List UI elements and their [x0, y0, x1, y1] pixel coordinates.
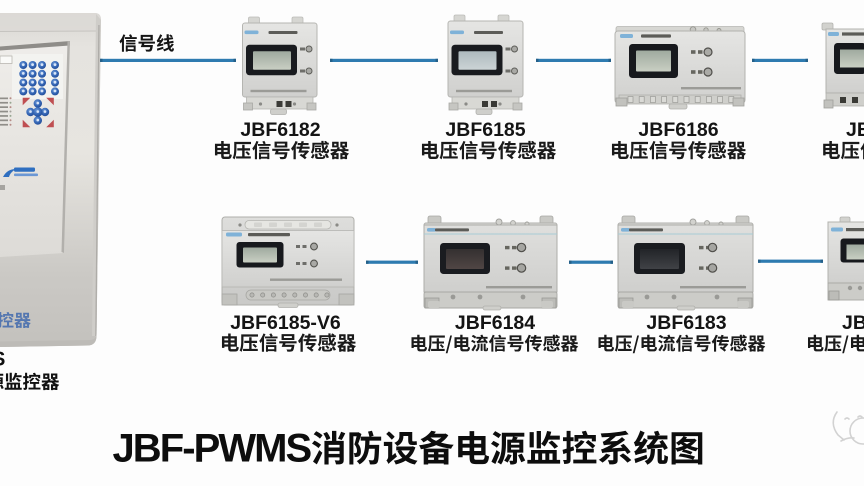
svg-text:JBF6185-V6: JBF6185-V6 — [230, 312, 341, 334]
svg-text:JBF6184: JBF6184 — [455, 312, 535, 334]
svg-text:JBF61: JBF61 — [846, 119, 864, 141]
svg-text:JBF6: JBF6 — [842, 312, 864, 334]
svg-text:S: S — [0, 349, 5, 371]
svg-text:JBF6182: JBF6182 — [240, 119, 320, 141]
svg-text:JBF-PWMS: JBF-PWMS — [113, 427, 312, 471]
svg-text:JBF6185: JBF6185 — [445, 119, 525, 141]
svg-text:JBF6183: JBF6183 — [646, 312, 726, 334]
svg-text:JBF6186: JBF6186 — [638, 119, 718, 141]
